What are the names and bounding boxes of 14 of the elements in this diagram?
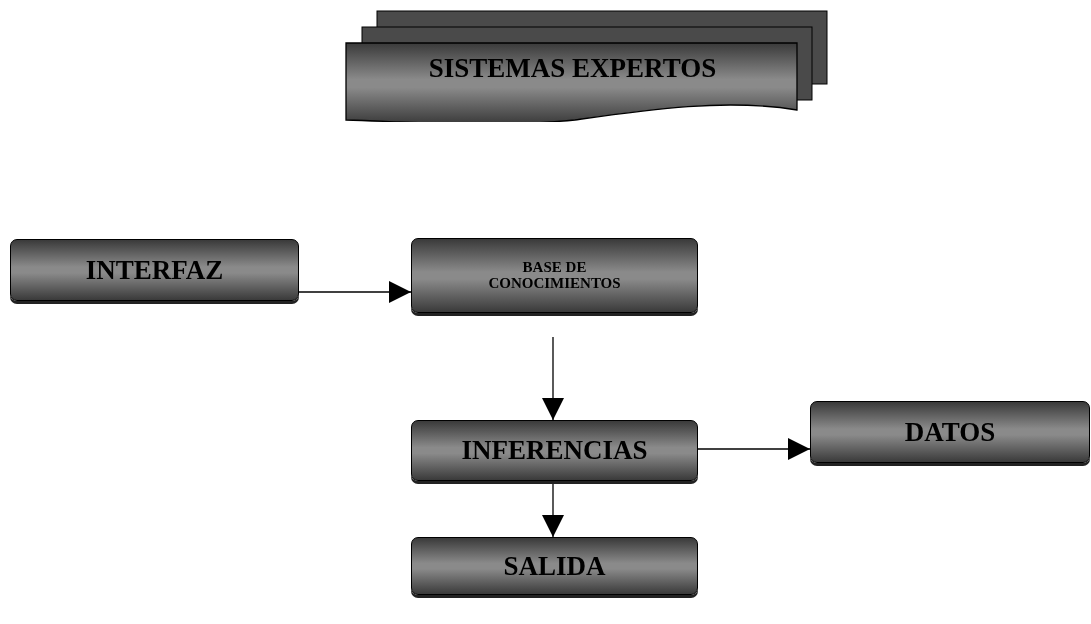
- process-box: [411, 537, 698, 595]
- node-label: INFERENCIAS: [461, 436, 648, 465]
- process-box: [411, 238, 698, 313]
- node-label: SISTEMAS EXPERTOS: [427, 54, 718, 83]
- process-box: [810, 401, 1090, 463]
- node-label: BASE DE CONOCIMIENTOS: [487, 259, 622, 292]
- process-box: [10, 239, 299, 301]
- process-box: [411, 420, 698, 481]
- arrow: [298, 281, 412, 303]
- node-label: SALIDA: [503, 551, 606, 581]
- arrow: [697, 438, 811, 460]
- arrow: [542, 336, 564, 421]
- node-label: DATOS: [904, 417, 996, 447]
- node-label: INTERFAZ: [85, 255, 224, 285]
